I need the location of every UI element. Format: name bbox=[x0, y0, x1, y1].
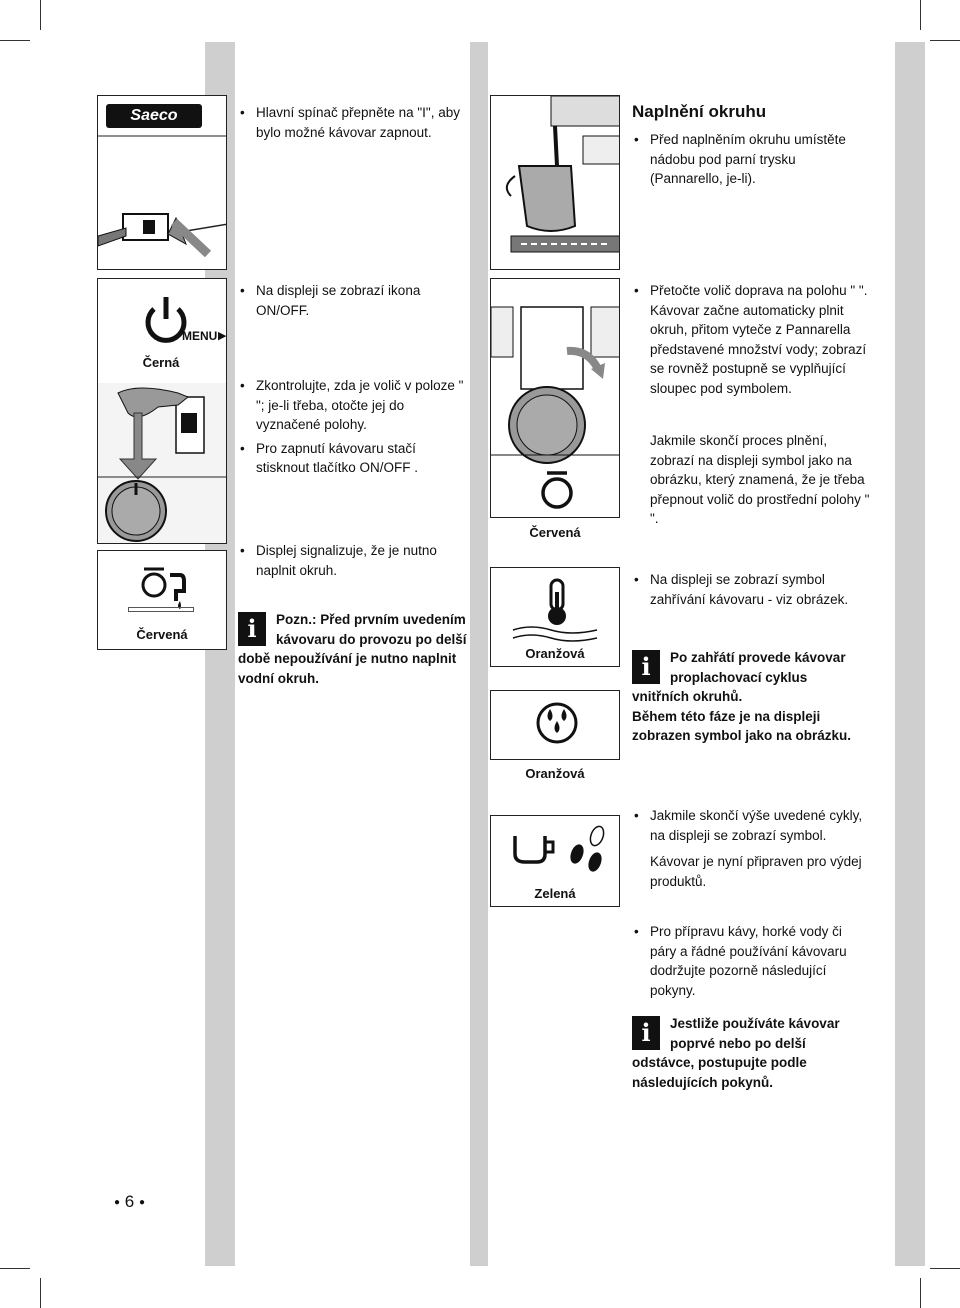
right-step4-text: Jakmile skončí výše uvedené cykly, na di… bbox=[632, 806, 870, 849]
display-panel: MENU ▶ Černá bbox=[100, 281, 226, 381]
bullet-item: Zkontrolujte, zda je volič v poloze " ";… bbox=[240, 376, 468, 435]
bullet-item: Jakmile skončí výše uvedené cykly, na di… bbox=[634, 806, 870, 845]
bullet-item: Pro zapnutí kávovaru stačí stisknout tla… bbox=[240, 439, 468, 478]
page-number: ● 6 ● bbox=[114, 1192, 146, 1211]
bullet-item: Pro přípravu kávy, horké vody či páry a … bbox=[634, 922, 870, 1000]
bullet-item: Displej signalizuje, že je nutno naplnit… bbox=[240, 541, 468, 580]
right-step4-text-b: Pro přípravu kávy, horké vody či páry a … bbox=[632, 922, 870, 1004]
crop-mark bbox=[0, 40, 30, 41]
ready-display: Zelená bbox=[490, 815, 620, 907]
display-color-caption: Červená bbox=[136, 627, 188, 642]
left-step2-text-b: Zkontrolujte, zda je volič v poloze " ";… bbox=[238, 376, 468, 482]
center-margin-band bbox=[470, 42, 488, 1266]
right-step4-para: Kávovar je nyní připraven pro výdej prod… bbox=[650, 854, 862, 889]
bullet-dot: ● bbox=[114, 1197, 121, 1209]
left-step2-text: Na displeji se zobrazí ikona ON/OFF. bbox=[238, 281, 468, 324]
info-icon: i bbox=[238, 612, 266, 646]
right-step1-text: Před naplněním okruhu umístěte nádobu po… bbox=[632, 130, 872, 193]
bullet-item: Na displeji se zobrazí symbol zahřívání … bbox=[634, 570, 870, 609]
right-info-note-b: i Jestliže používáte kávovar poprvé nebo… bbox=[632, 1016, 840, 1090]
progress-bar bbox=[128, 607, 194, 612]
bullet-item: Přetočte volič doprava na polohu " ". Ká… bbox=[634, 281, 870, 398]
coffee-beans-icon bbox=[570, 825, 605, 872]
rinse-display bbox=[490, 690, 620, 760]
right-step2-para: Jakmile skončí proces plnění, zobrazí na… bbox=[650, 433, 870, 526]
heat-waves-icon bbox=[512, 626, 598, 642]
crop-mark bbox=[40, 0, 41, 30]
fill-circuit-icon bbox=[541, 471, 573, 509]
power-display-illustration: MENU ▶ Černá bbox=[97, 278, 227, 544]
menu-arrow-icon: ▶ bbox=[218, 330, 227, 342]
crop-mark bbox=[930, 1268, 960, 1269]
left-step1-text: Hlavní spínač přepněte na "I", aby bylo … bbox=[238, 103, 468, 146]
selector-knob-icon bbox=[491, 306, 619, 464]
bullet-item: Před naplněním okruhu umístěte nádobu po… bbox=[634, 130, 872, 189]
pannarello-illustration bbox=[490, 95, 620, 270]
crop-mark bbox=[920, 0, 921, 30]
left-step3-text: Displej signalizuje, že je nutno naplnit… bbox=[238, 541, 468, 584]
power-icon bbox=[145, 297, 187, 343]
fill-circuit-icon bbox=[141, 567, 186, 609]
bullet-item: Hlavní spínač přepněte na "I", aby bylo … bbox=[240, 103, 468, 142]
crop-mark bbox=[930, 40, 960, 41]
display-color-caption: Černá bbox=[142, 355, 180, 370]
section-heading: Naplnění okruhu bbox=[632, 102, 767, 121]
right-margin-band bbox=[895, 42, 925, 1266]
crop-mark bbox=[40, 1278, 41, 1308]
crop-mark bbox=[0, 1268, 30, 1269]
right-step2-text: Přetočte volič doprava na polohu " ". Ká… bbox=[632, 281, 870, 402]
display-color-caption: Oranžová bbox=[525, 646, 585, 661]
display-color-caption: Oranžová bbox=[525, 766, 585, 781]
crop-mark bbox=[920, 1278, 921, 1308]
saeco-logo: Saeco bbox=[106, 104, 202, 128]
info-icon: i bbox=[632, 1016, 660, 1050]
fill-circuit-display: Červená bbox=[97, 550, 227, 650]
machine-switch-illustration: Saeco bbox=[97, 95, 227, 270]
menu-label: MENU bbox=[182, 329, 218, 343]
display-color-caption: Červená bbox=[529, 525, 581, 540]
right-info-note-a: i Po zahřátí provede kávovar proplachova… bbox=[632, 650, 852, 743]
steam-icon bbox=[505, 96, 619, 253]
rinse-drops-icon bbox=[536, 702, 578, 744]
left-info-note: i Pozn.: Před prvním uvedením kávovaru d… bbox=[238, 612, 467, 686]
display-color-caption: Zelená bbox=[534, 886, 576, 901]
thermometer-icon bbox=[548, 578, 566, 625]
cup-icon bbox=[513, 836, 555, 864]
bullet-dot: ● bbox=[138, 1197, 146, 1209]
knob-turn-illustration bbox=[490, 278, 620, 518]
heating-display: Oranžová bbox=[490, 567, 620, 667]
hand-press-illustration bbox=[98, 383, 226, 543]
right-step3-text: Na displeji se zobrazí symbol zahřívání … bbox=[632, 570, 870, 613]
info-icon: i bbox=[632, 650, 660, 684]
switch-icon bbox=[98, 135, 226, 258]
bullet-item: Na displeji se zobrazí ikona ON/OFF. bbox=[240, 281, 468, 320]
